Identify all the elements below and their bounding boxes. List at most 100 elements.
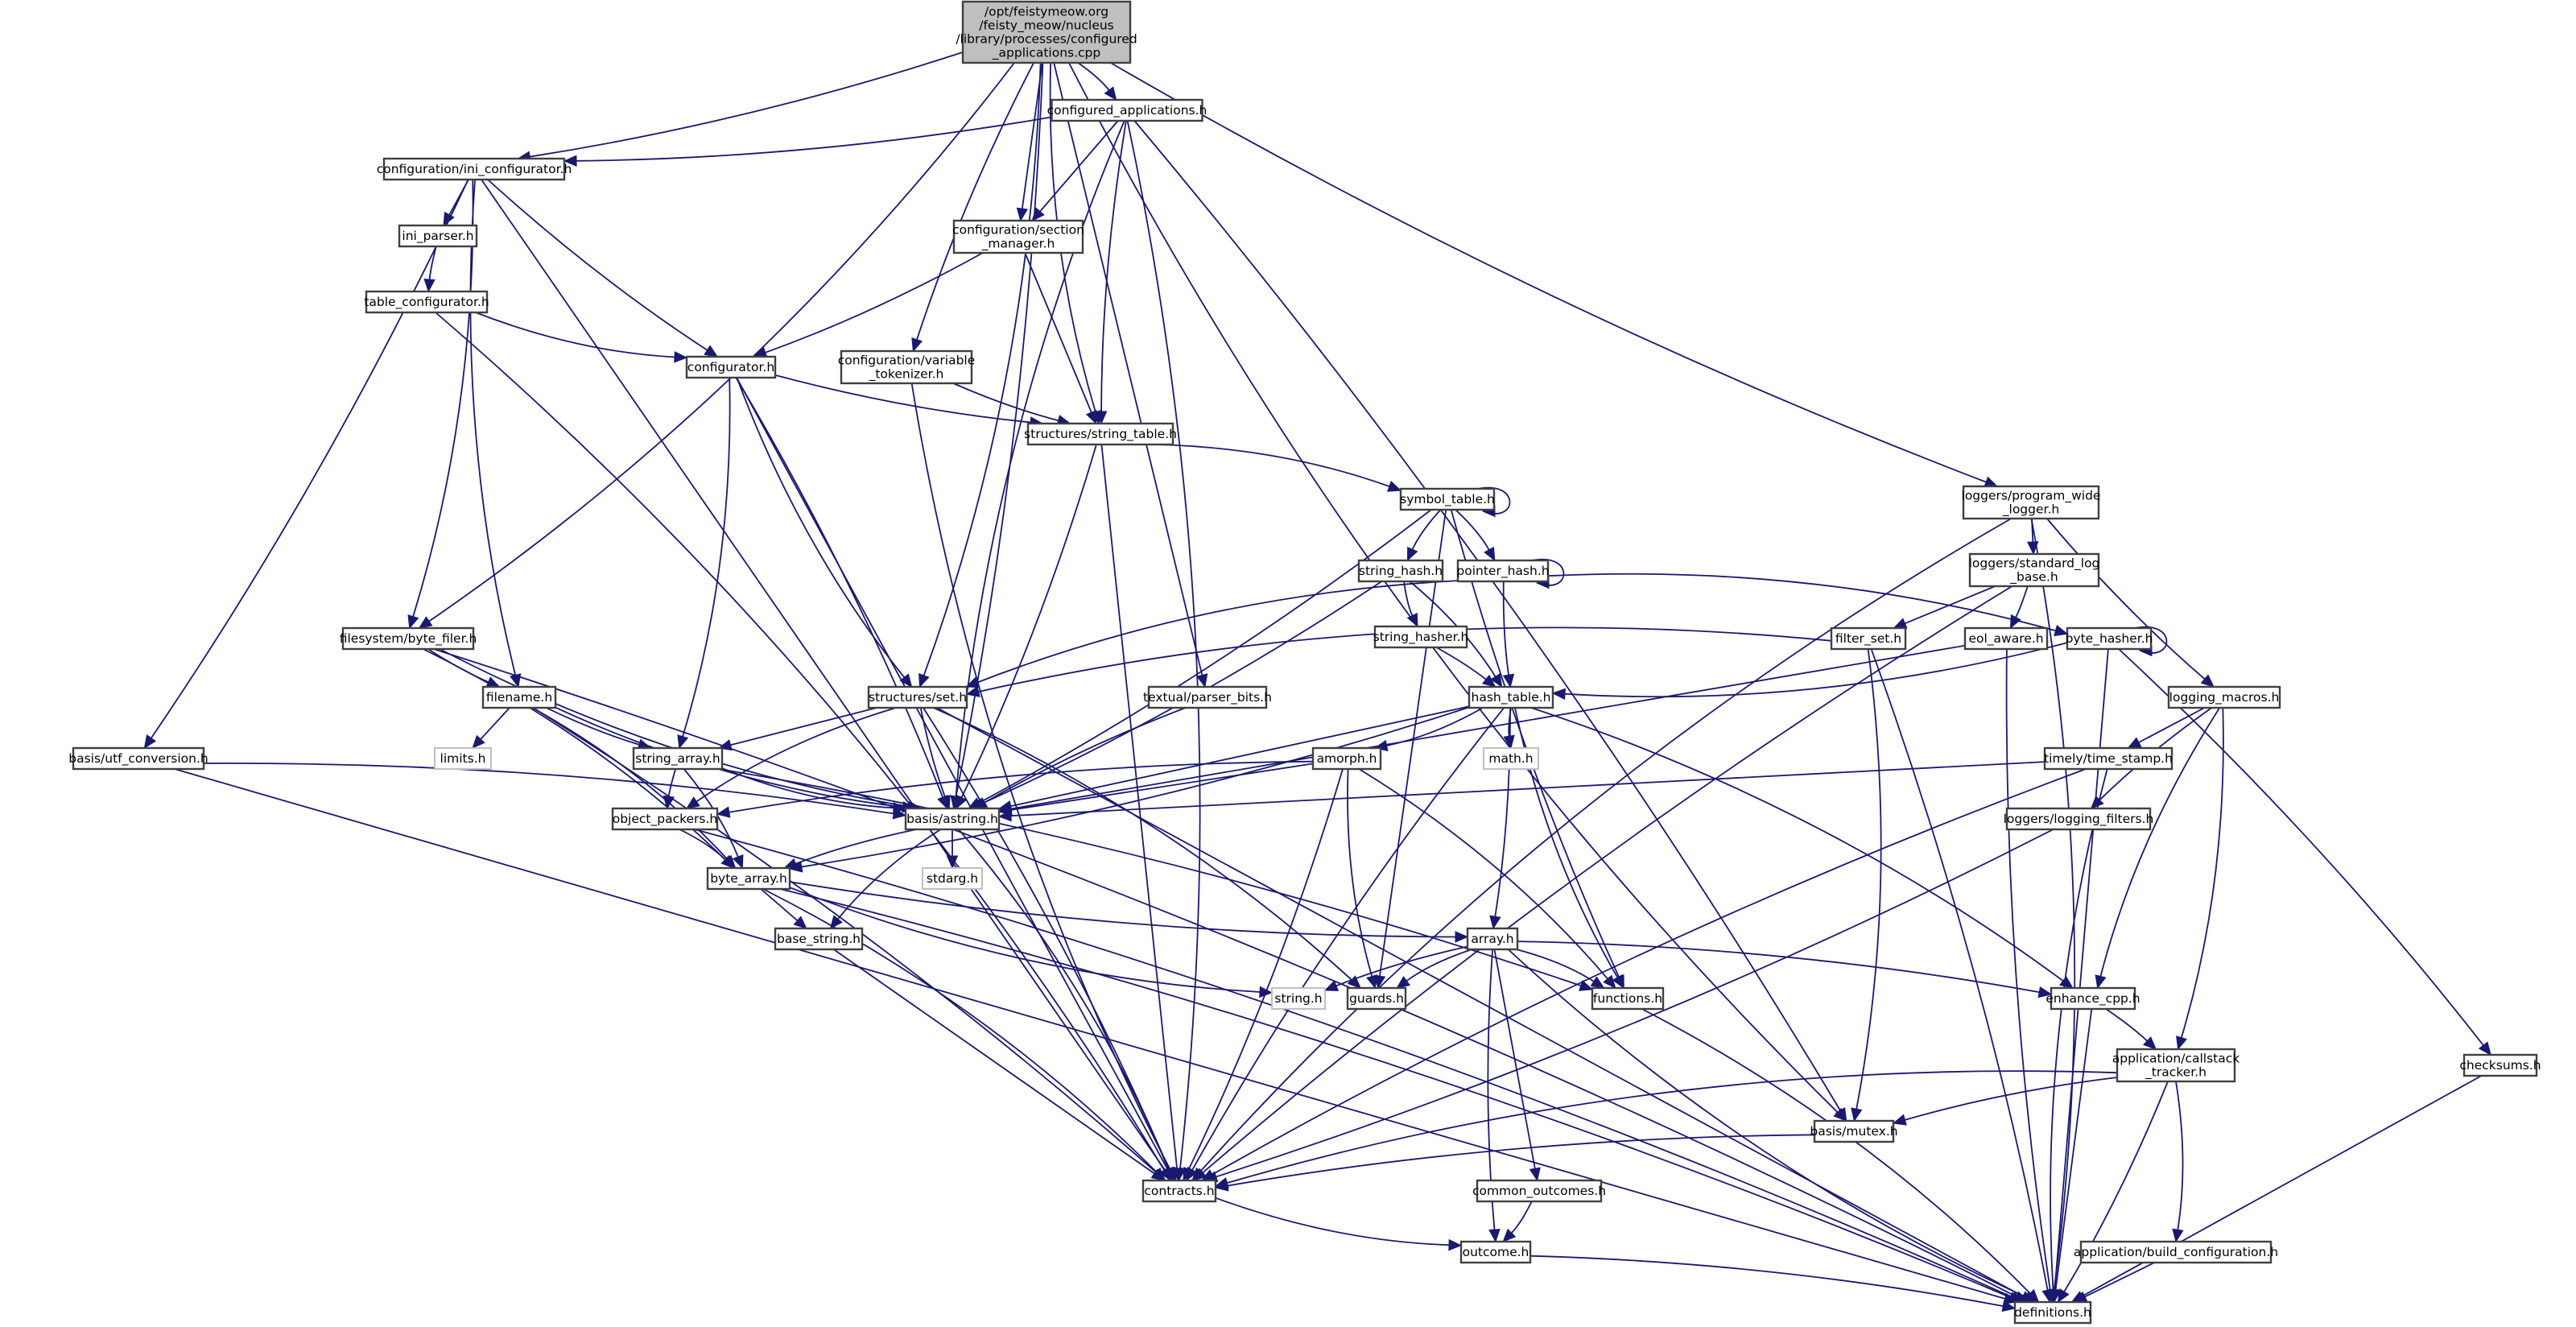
node-object-packers[interactable]: object_packers.h: [611, 807, 719, 831]
node-astring[interactable]: basis/astring.h: [904, 807, 1001, 831]
node-logging-macros[interactable]: logging_macros.h: [2167, 685, 2281, 709]
node-label: table_configurator.h: [364, 295, 489, 310]
arrowhead-icon: [997, 809, 1012, 822]
node-label: limits.h: [440, 751, 486, 766]
node-array[interactable]: array.h: [1466, 927, 1519, 951]
node-box: [1963, 626, 2049, 651]
node-ini-parser[interactable]: ini_parser.h: [398, 224, 478, 248]
node-utf-conversion[interactable]: basis/utf_conversion.h: [68, 746, 208, 771]
edge-amorph-to-guards: [1347, 768, 1378, 990]
arrowhead-icon: [1323, 980, 1340, 991]
node-contracts[interactable]: contracts.h: [1141, 1179, 1217, 1203]
edge-line: [919, 707, 947, 799]
node-filename[interactable]: filename.h: [481, 685, 557, 709]
arrowhead-icon: [716, 806, 731, 818]
edge-symbol_table-to-string_hash: [1406, 509, 1442, 562]
node-string-table[interactable]: structures/string_table.h: [1024, 422, 1177, 446]
node-configured-applications[interactable]: configured_applications.h: [1047, 98, 1208, 122]
node-hash-table[interactable]: hash_table.h: [1468, 685, 1554, 709]
node-definitions[interactable]: definitions.h: [2013, 1300, 2092, 1325]
node-ini-configurator[interactable]: configuration/ini_configurator.h: [377, 157, 572, 181]
edge-line: [764, 252, 984, 354]
node-amorph[interactable]: amorph.h: [1311, 746, 1382, 771]
node-symbol-table[interactable]: symbol_table.h: [1399, 487, 1496, 511]
edge-string_array-to-functions: [719, 768, 1594, 991]
edge-line: [923, 62, 1042, 677]
node-enhance-cpp[interactable]: enhance_cpp.h: [2046, 986, 2140, 1011]
node-eol-aware[interactable]: eol_aware.h: [1963, 626, 2049, 651]
node-common-outcomes[interactable]: common_outcomes.h: [1472, 1179, 1606, 1203]
edge-pointer_hash-to-hash_table: [1502, 581, 1515, 688]
edge-line: [1514, 707, 1619, 979]
node-parser-bits[interactable]: textual/parser_bits.h: [1143, 685, 1272, 709]
node-base-string[interactable]: base_string.h: [774, 927, 864, 951]
edge-line: [978, 509, 1432, 804]
node-pointer-hash[interactable]: pointer_hash.h: [1456, 559, 1550, 583]
arrowhead-icon: [1502, 1228, 1517, 1242]
node-checksums[interactable]: checksums.h: [2459, 1053, 2541, 1077]
edge-configured_applications-to-mutex: [1133, 120, 1847, 1122]
edge-line: [1156, 444, 1391, 488]
edge-line: [433, 648, 2018, 1298]
node-logging-filters[interactable]: loggers/logging_filters.h: [2004, 807, 2154, 831]
edge-ini_configurator-to-utf_conversion: [143, 179, 469, 750]
node-byte-hasher[interactable]: byte_hasher.h: [2066, 626, 2153, 651]
edge-filter_set-to-mutex: [1851, 648, 1882, 1122]
node-byte-filer[interactable]: filesystem/byte_filer.h: [340, 626, 477, 651]
arrowhead-icon: [663, 795, 675, 810]
node-label: configurator.h: [687, 360, 774, 374]
node-set[interactable]: structures/set.h: [867, 685, 968, 709]
node-standard-log-base[interactable]: loggers/standard_log_base.h: [1969, 552, 2100, 588]
node-mutex[interactable]: basis/mutex.h: [1810, 1119, 1898, 1143]
edge-line: [1856, 648, 1882, 1110]
node-byte-array[interactable]: byte_array.h: [706, 866, 791, 891]
node-table-configurator[interactable]: table_configurator.h: [364, 290, 489, 314]
edge-line: [1563, 642, 2068, 698]
edge-eol_aware-to-astring: [997, 644, 1966, 815]
edge-line: [2081, 1075, 2482, 1297]
node-functions[interactable]: functions.h: [1591, 986, 1665, 1011]
edge-string_table-to-symbol_table: [1156, 444, 1402, 492]
edge-configurator-to-astring: [735, 377, 948, 810]
edge-line: [789, 887, 1261, 993]
arrowhead-icon: [1489, 915, 1501, 930]
edge-standard_log_base-to-eol_aware: [2009, 585, 2029, 630]
node-label: enhance_cpp.h: [2046, 991, 2140, 1007]
arrowhead-icon: [1455, 931, 1469, 943]
node-label: object_packers.h: [613, 812, 718, 827]
node-label: basis/mutex.h: [1810, 1124, 1897, 1139]
edge-root-to-configured_applications: [1077, 62, 1117, 101]
node-time-stamp[interactable]: timely/time_stamp.h: [2043, 746, 2174, 771]
node-label: ini_parser.h: [402, 229, 473, 244]
node-section-manager[interactable]: configuration/section_manager.h: [952, 219, 1084, 254]
node-string-hash[interactable]: string_hash.h: [1357, 559, 1444, 583]
edge-byte_hasher-to-definitions: [2049, 648, 2109, 1304]
node-filter-set[interactable]: filter_set.h: [1830, 626, 1907, 651]
node-build-configuration[interactable]: application/build_configuration.h: [2074, 1240, 2278, 1264]
edge-amorph-to-astring: [997, 763, 1314, 816]
edge-line: [1215, 1197, 1451, 1246]
node-box: [382, 157, 566, 181]
arrowhead-icon: [1162, 1166, 1174, 1182]
node-string-hasher[interactable]: string_hasher.h: [1373, 625, 1469, 649]
arrowhead-icon: [793, 916, 807, 929]
edge-line: [1510, 1201, 1533, 1234]
node-outcome[interactable]: outcome.h: [1459, 1240, 1532, 1264]
node-box: [1026, 422, 1174, 446]
node-guards[interactable]: guards.h: [1346, 986, 1407, 1011]
edge-line: [1530, 707, 2065, 982]
node-label: /feisty_meow/nucleus: [979, 19, 1114, 34]
edge-byte_hasher-to-hash_table: [1551, 642, 2068, 701]
edge-object_packers-to-definitions: [694, 829, 2025, 1303]
node-string-array[interactable]: string_array.h: [632, 746, 724, 771]
node-box: [1399, 487, 1496, 511]
node-variable-tokenizer[interactable]: configuration/variable_tokenizer.h: [838, 349, 976, 385]
edge-callstack_tracker-to-build_configuration: [2172, 1081, 2184, 1243]
edge-line: [1494, 707, 1511, 918]
edge-byte_array-to-definitions: [779, 888, 2023, 1303]
node-configurator[interactable]: configurator.h: [685, 355, 777, 379]
node-callstack-tracker[interactable]: application/callstack_tracker.h: [2112, 1048, 2240, 1083]
node-program-wide-logger[interactable]: loggers/program_wide_logger.h: [1962, 485, 2101, 520]
node-box: [1483, 747, 1539, 770]
edge-variable_tokenizer-to-string_table: [952, 382, 1071, 427]
